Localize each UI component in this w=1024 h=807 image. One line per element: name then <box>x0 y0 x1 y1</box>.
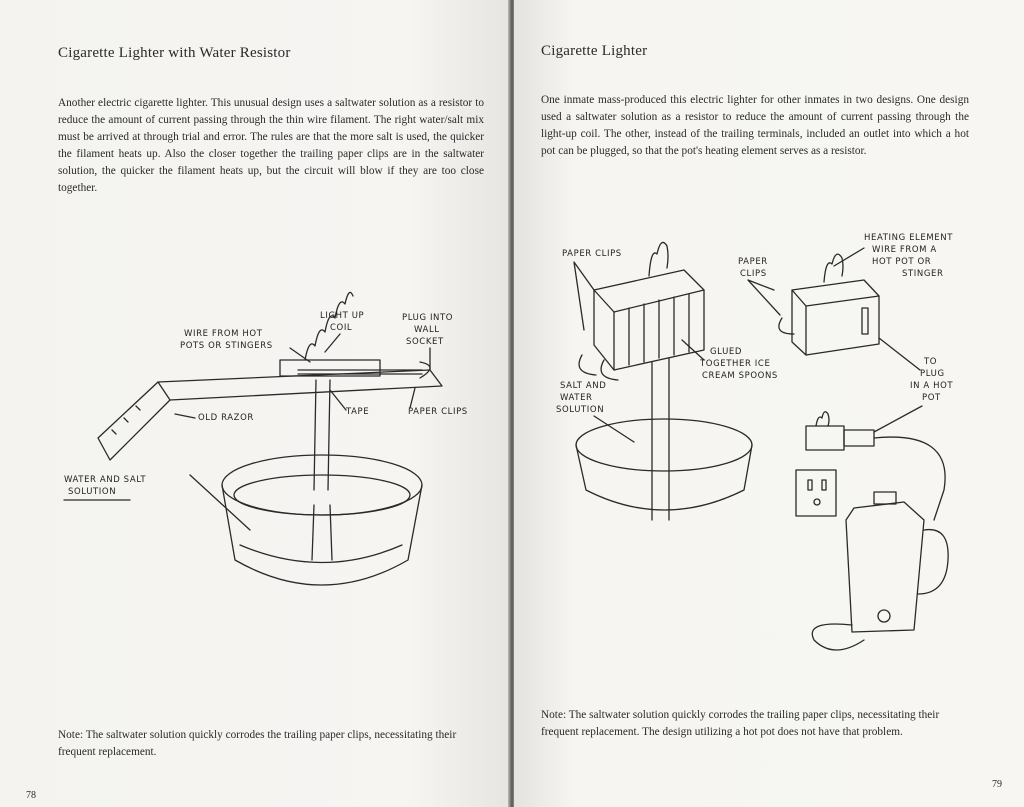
label-plug-line2: WALL <box>414 325 440 335</box>
label-heating-line1: HEATING ELEMENT <box>864 233 953 243</box>
label-heating-line2: WIRE FROM A <box>872 245 937 255</box>
label-salt-line2: WATER <box>560 393 593 403</box>
label-plug-line3: SOCKET <box>406 337 444 347</box>
label-hotpot-line1: TO <box>923 357 937 367</box>
label-paper-clips: PAPER CLIPS <box>408 407 468 417</box>
left-page: Cigarette Lighter with Water Resistor An… <box>0 0 510 807</box>
label-glued-line2: TOGETHER ICE <box>699 359 770 369</box>
label-wire-line2: POTS OR STINGERS <box>180 341 273 351</box>
label-hotpot-line4: POT <box>922 393 941 403</box>
label-glued-line1: GLUED <box>710 347 742 357</box>
right-page-title: Cigarette Lighter <box>541 43 648 59</box>
left-page-note: Note: The saltwater solution quickly cor… <box>58 729 457 758</box>
label-paper-clips-design2-line1: PAPER <box>738 257 768 267</box>
label-glued-line3: CREAM SPOONS <box>702 371 778 381</box>
saltwater-lighter-illustration: LIGHT UP COIL PLUG INTO WALL SOCKET WIRE… <box>63 291 468 586</box>
left-page-title: Cigarette Lighter with Water Resistor <box>58 45 291 61</box>
label-paper-clips-design1: PAPER CLIPS <box>562 249 622 259</box>
label-old-razor: OLD RAZOR <box>198 413 254 423</box>
label-paper-clips-design2-line2: CLIPS <box>740 269 767 279</box>
label-hotpot-line3: IN A HOT <box>910 381 953 391</box>
right-page-number: 79 <box>992 779 1002 790</box>
left-page-paragraph: Another electric cigarette lighter. This… <box>58 97 484 194</box>
hotpot-lighter-illustration: PAPER CLIPS PAPER CLIPS HEATING ELEMENT … <box>556 233 953 651</box>
label-light-up-coil-line1: LIGHT UP <box>320 311 364 321</box>
label-wire-line1: WIRE FROM HOT <box>184 329 263 339</box>
book-gutter <box>508 0 516 807</box>
label-water-salt-line1: WATER AND SALT <box>64 475 146 485</box>
label-heating-line3: HOT POT OR <box>872 257 931 267</box>
label-tape: TAPE <box>345 407 369 417</box>
label-salt-line3: SOLUTION <box>556 405 604 415</box>
label-light-up-coil-line2: COIL <box>330 323 352 333</box>
left-page-number: 78 <box>26 790 36 801</box>
right-page: Cigarette Lighter One inmate mass-produc… <box>514 0 1024 807</box>
label-plug-line1: PLUG INTO <box>402 313 453 323</box>
label-hotpot-line2: PLUG <box>920 369 945 379</box>
right-page-note: Note: The saltwater solution quickly cor… <box>541 709 940 738</box>
right-page-paragraph: One inmate mass-produced this electric l… <box>541 94 969 157</box>
label-salt-line1: SALT AND <box>560 381 606 391</box>
label-heating-line4: STINGER <box>902 269 944 279</box>
label-water-salt-line2: SOLUTION <box>68 487 116 497</box>
